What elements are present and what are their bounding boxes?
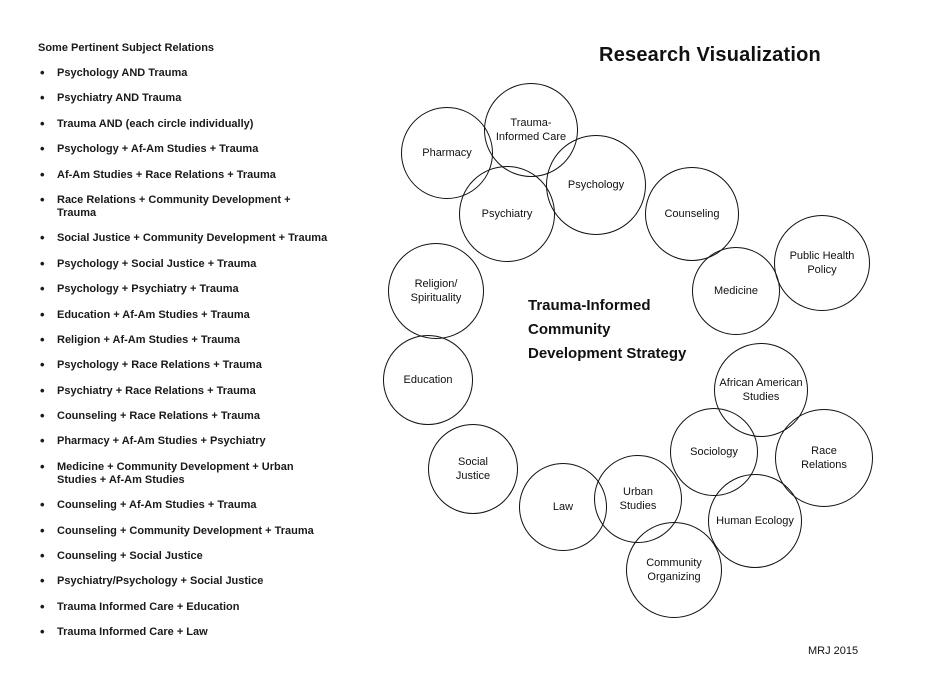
circle-human-ecology: Human Ecology (708, 474, 802, 568)
list-item: Medicine + Community Development + Urban… (38, 460, 328, 487)
circle-trauma-informed-care: Trauma-Informed Care (484, 83, 578, 177)
list-item: Psychology + Af-Am Studies + Trauma (38, 142, 328, 156)
center-text: Trauma-Informed Community Development St… (528, 294, 708, 366)
list-item: Psychology + Social Justice + Trauma (38, 257, 328, 271)
circle-label: Human Ecology (716, 515, 794, 527)
circle-education: Education (383, 335, 473, 425)
circle-religion-spirituality: Religion/Spirituality (388, 243, 484, 339)
circle-label: Counseling (664, 208, 720, 220)
circle-medicine: Medicine (692, 247, 780, 335)
list-item: Trauma Informed Care + Law (38, 625, 328, 639)
circle-label: Religion/Spirituality (410, 278, 462, 304)
circle-label: Sociology (690, 446, 738, 458)
footer-credit: MRJ 2015 (808, 645, 859, 657)
list-item: Trauma Informed Care + Education (38, 600, 328, 614)
circle-label: Trauma-Informed Care (495, 117, 567, 143)
list-item: Race Relations + Community Development +… (38, 193, 328, 220)
circle-psychology: Psychology (546, 135, 646, 235)
list-item: Psychiatry + Race Relations + Trauma (38, 384, 328, 398)
circle-counseling: Counseling (645, 167, 739, 261)
page-title: Research Visualization (599, 44, 821, 66)
list-item: Af-Am Studies + Race Relations + Trauma (38, 168, 328, 182)
circle-psychiatry: Psychiatry (459, 166, 555, 262)
circle-label: Psychiatry (481, 208, 533, 220)
list-item: Pharmacy + Af-Am Studies + Psychiatry (38, 434, 328, 448)
list-item: Counseling + Af-Am Studies + Trauma (38, 498, 328, 512)
list-item: Counseling + Social Justice (38, 549, 328, 563)
list-item: Psychiatry/Psychology + Social Justice (38, 574, 328, 588)
list-item: Trauma AND (each circle individually) (38, 117, 328, 131)
list-item: Psychology + Psychiatry + Trauma (38, 282, 328, 296)
circle-label: Medicine (713, 285, 759, 297)
list-item: Religion + Af-Am Studies + Trauma (38, 333, 328, 347)
relations-heading: Some Pertinent Subject Relations (38, 42, 215, 54)
center-text-line: Development Strategy (528, 345, 687, 362)
circle-label: Education (403, 374, 453, 386)
circle-label: Psychology (567, 179, 625, 191)
center-text-line: Trauma-Informed (528, 297, 651, 314)
list-item: Counseling + Community Development + Tra… (38, 524, 328, 538)
circle-label: Law (552, 501, 574, 513)
list-item: Counseling + Race Relations + Trauma (38, 409, 328, 423)
relations-panel: Some Pertinent Subject Relations Psychol… (38, 42, 348, 652)
list-item: Psychology + Race Relations + Trauma (38, 358, 328, 372)
relations-list: Psychology AND TraumaPsychiatry AND Trau… (38, 66, 348, 639)
list-item: Psychology AND Trauma (38, 66, 328, 80)
list-item: Education + Af-Am Studies + Trauma (38, 308, 328, 322)
circle-label: Pharmacy (422, 147, 472, 159)
list-item: Psychiatry AND Trauma (38, 91, 328, 105)
center-text-line: Community (528, 321, 611, 338)
list-item: Social Justice + Community Development +… (38, 231, 328, 245)
